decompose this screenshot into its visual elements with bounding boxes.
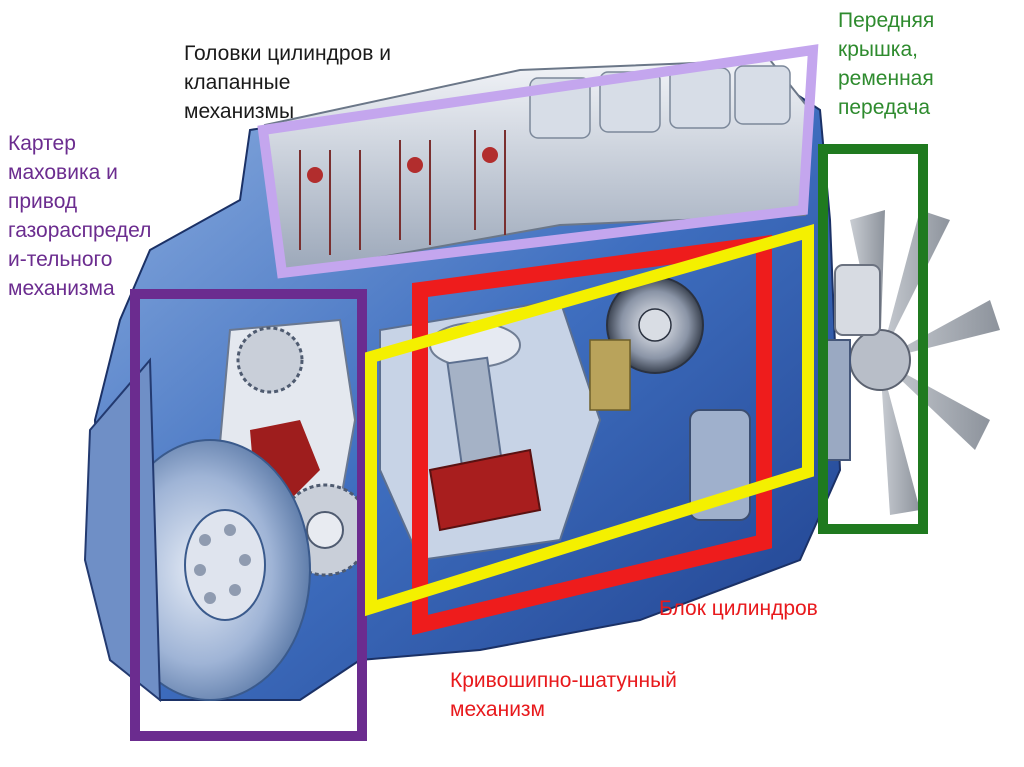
cylinder-heads-line-3: механизмы [184,97,391,126]
flywheel-housing-line-5: и-тельного [8,245,151,274]
cylinder-heads-label: Головки цилиндров и клапанные механизмы [184,39,391,126]
cylinder-block-label: Блок цилиндров [659,594,818,623]
flywheel-housing-line-4: газораспредел [8,216,151,245]
crank-mechanism-label: Кривошипно-шатунный механизм [450,666,677,724]
flywheel-housing-label: Картер маховика и привод газораспредел и… [8,129,151,303]
crank-mechanism-line-1: Кривошипно-шатунный [450,666,677,695]
front-cover-line-2: крышка, [838,35,934,64]
flywheel-housing-line-3: привод [8,187,151,216]
front-cover-line-3: ременная [838,64,934,93]
crank-mechanism-line-2: механизм [450,695,677,724]
front-cover-line-4: передача [838,93,934,122]
engine-body [85,60,1000,700]
cylinder-heads-line-2: клапанные [184,68,391,97]
front-cover-line-1: Передняя [838,6,934,35]
flywheel-housing-line-2: маховика и [8,158,151,187]
flywheel-housing-line-6: механизма [8,274,151,303]
front-cover-label: Передняя крышка, ременная передача [838,6,934,122]
cylinder-heads-line-1: Головки цилиндров и [184,39,391,68]
cylinder-block-line-1: Блок цилиндров [659,594,818,623]
flywheel-housing-line-1: Картер [8,129,151,158]
